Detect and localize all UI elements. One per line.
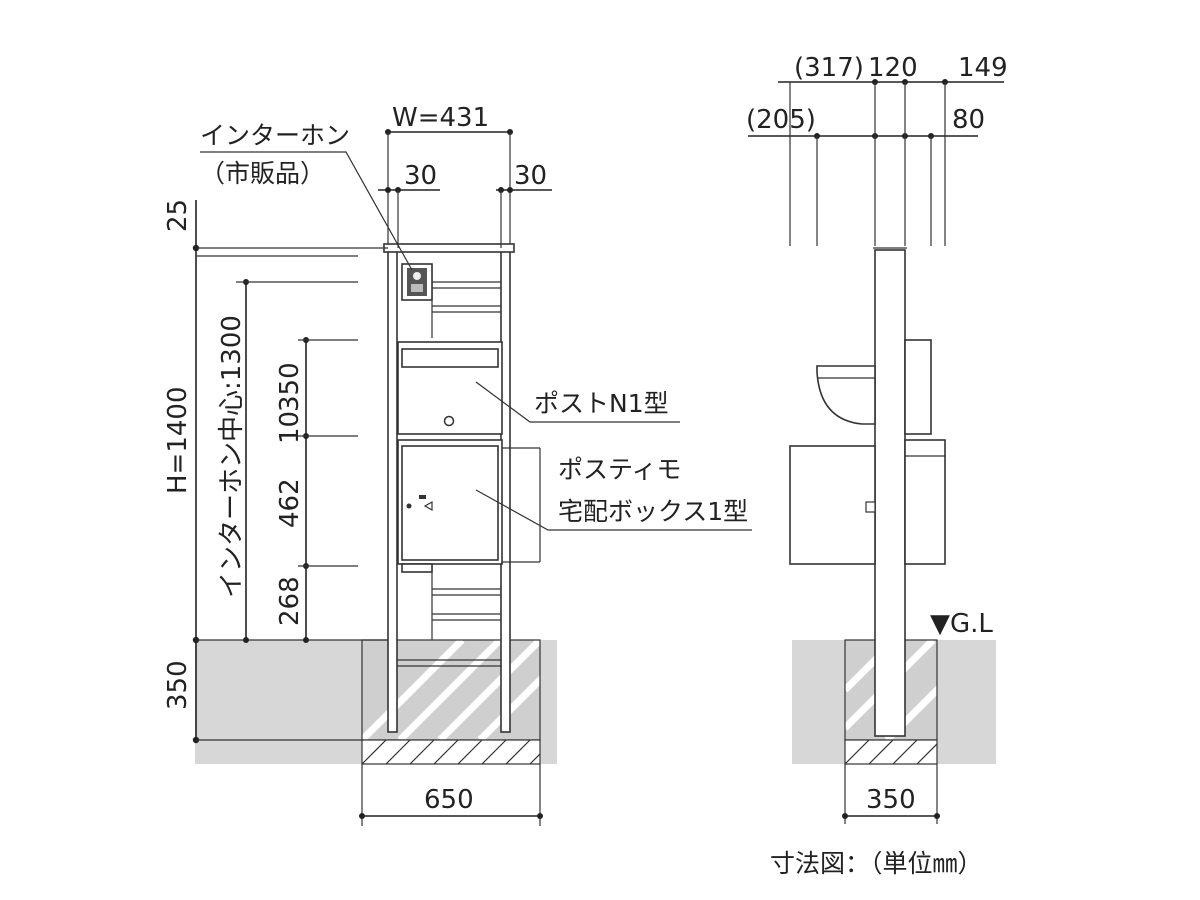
- front-height-dimensions: 25 H=1400 インターホン中心:1300 350 10 462 268 3…: [163, 199, 388, 744]
- side-delivery-box: [789, 439, 946, 565]
- gap-label: 10: [275, 411, 305, 444]
- intercom-label-line2: （市販品）: [200, 159, 325, 188]
- box-label-line2: 宅配ボックス1型: [558, 497, 748, 526]
- post-height-label: 350: [275, 362, 305, 412]
- top-margin-label: 25: [163, 199, 193, 232]
- side-pole: [873, 247, 907, 737]
- dim-205-label: (205): [746, 105, 816, 135]
- ground-level-label: ▼G.L: [930, 609, 993, 639]
- intercom-unit: [401, 263, 433, 301]
- intercom-label-line1: インターホン: [200, 121, 350, 150]
- base-height-label: 268: [275, 576, 305, 626]
- side-view: ▼G.L: [746, 53, 1008, 824]
- dim-120-label: 120: [868, 53, 918, 83]
- front-foundation-width: 650: [359, 764, 543, 826]
- intercom-center-label: インターホン中心:1300: [217, 315, 247, 598]
- dim-149-label: 149: [958, 53, 1008, 83]
- right-inset-label: 30: [514, 161, 547, 191]
- left-inset-label: 30: [404, 161, 437, 191]
- foundation-width-label: 650: [424, 785, 474, 815]
- front-callouts: インターホン （市販品） ポストN1型 ポスティモ 宅配ボックス1型: [200, 121, 752, 531]
- delivery-box-unit: [397, 439, 541, 573]
- post-n1-unit: [397, 341, 503, 435]
- box-label-line1: ポスティモ: [558, 455, 682, 484]
- total-height-label: H=1400: [163, 386, 193, 494]
- side-post: [816, 339, 932, 435]
- side-foundation-width: 350: [842, 764, 940, 824]
- side-top-dimensions: (317) 120 149 (205) 80: [746, 53, 1008, 246]
- dim-80-label: 80: [952, 105, 985, 135]
- post-label: ポストN1型: [534, 389, 669, 418]
- box-height-label: 462: [275, 478, 305, 528]
- width-label: W=431: [392, 103, 489, 133]
- foundation-depth-label: 350: [163, 660, 193, 710]
- dim-317-label: (317): [794, 53, 864, 83]
- units-caption: 寸法図：（単位㎜）: [770, 849, 983, 878]
- front-width-dimension: W=431 30 30: [378, 103, 552, 248]
- side-foundation-width-label: 350: [866, 785, 916, 815]
- front-view: W=431 30 30: [163, 103, 752, 826]
